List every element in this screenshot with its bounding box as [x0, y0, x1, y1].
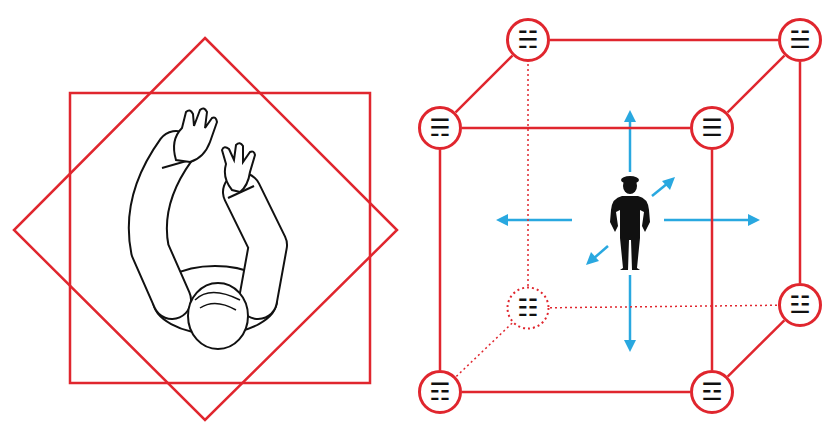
trigram-symbol: ☶: [429, 380, 451, 404]
trigram-circle: ☳: [778, 283, 822, 327]
cube-edge: [550, 305, 778, 308]
cube-edge: [728, 56, 785, 113]
trigram-circle: ☵: [506, 18, 550, 62]
diamond-outline: [14, 38, 397, 420]
trigram-symbol: ☵: [517, 28, 539, 52]
cube-edge: [462, 128, 690, 129]
cube-edge: [456, 323, 512, 377]
trigram-symbol: ☱: [789, 28, 811, 52]
cube-edge: [528, 62, 529, 286]
trigram-symbol: ☷: [517, 296, 539, 320]
cube-edge: [712, 150, 713, 370]
trigram-symbol: ☰: [701, 116, 723, 140]
trigram-circle: ☴: [418, 106, 462, 150]
person-silhouette: [610, 176, 650, 270]
trigram-circle: ☱: [778, 18, 822, 62]
trigram-symbol: ☳: [789, 293, 811, 317]
cube-edge: [800, 62, 801, 283]
trigram-circle: ☶: [418, 370, 462, 414]
trigram-symbol: ☴: [429, 116, 451, 140]
cube-edge: [456, 56, 513, 113]
cube-edge: [550, 40, 778, 41]
square-outline: [70, 93, 370, 383]
trigram-symbol: ☲: [701, 380, 723, 404]
trigram-circle: ☰: [690, 106, 734, 150]
cube-edge: [440, 150, 441, 370]
person-top-view: [148, 108, 277, 349]
cube-edge: [728, 320, 785, 376]
trigram-circle: ☲: [690, 370, 734, 414]
cube-edge: [462, 392, 690, 393]
trigram-circle: ☷: [506, 286, 550, 330]
